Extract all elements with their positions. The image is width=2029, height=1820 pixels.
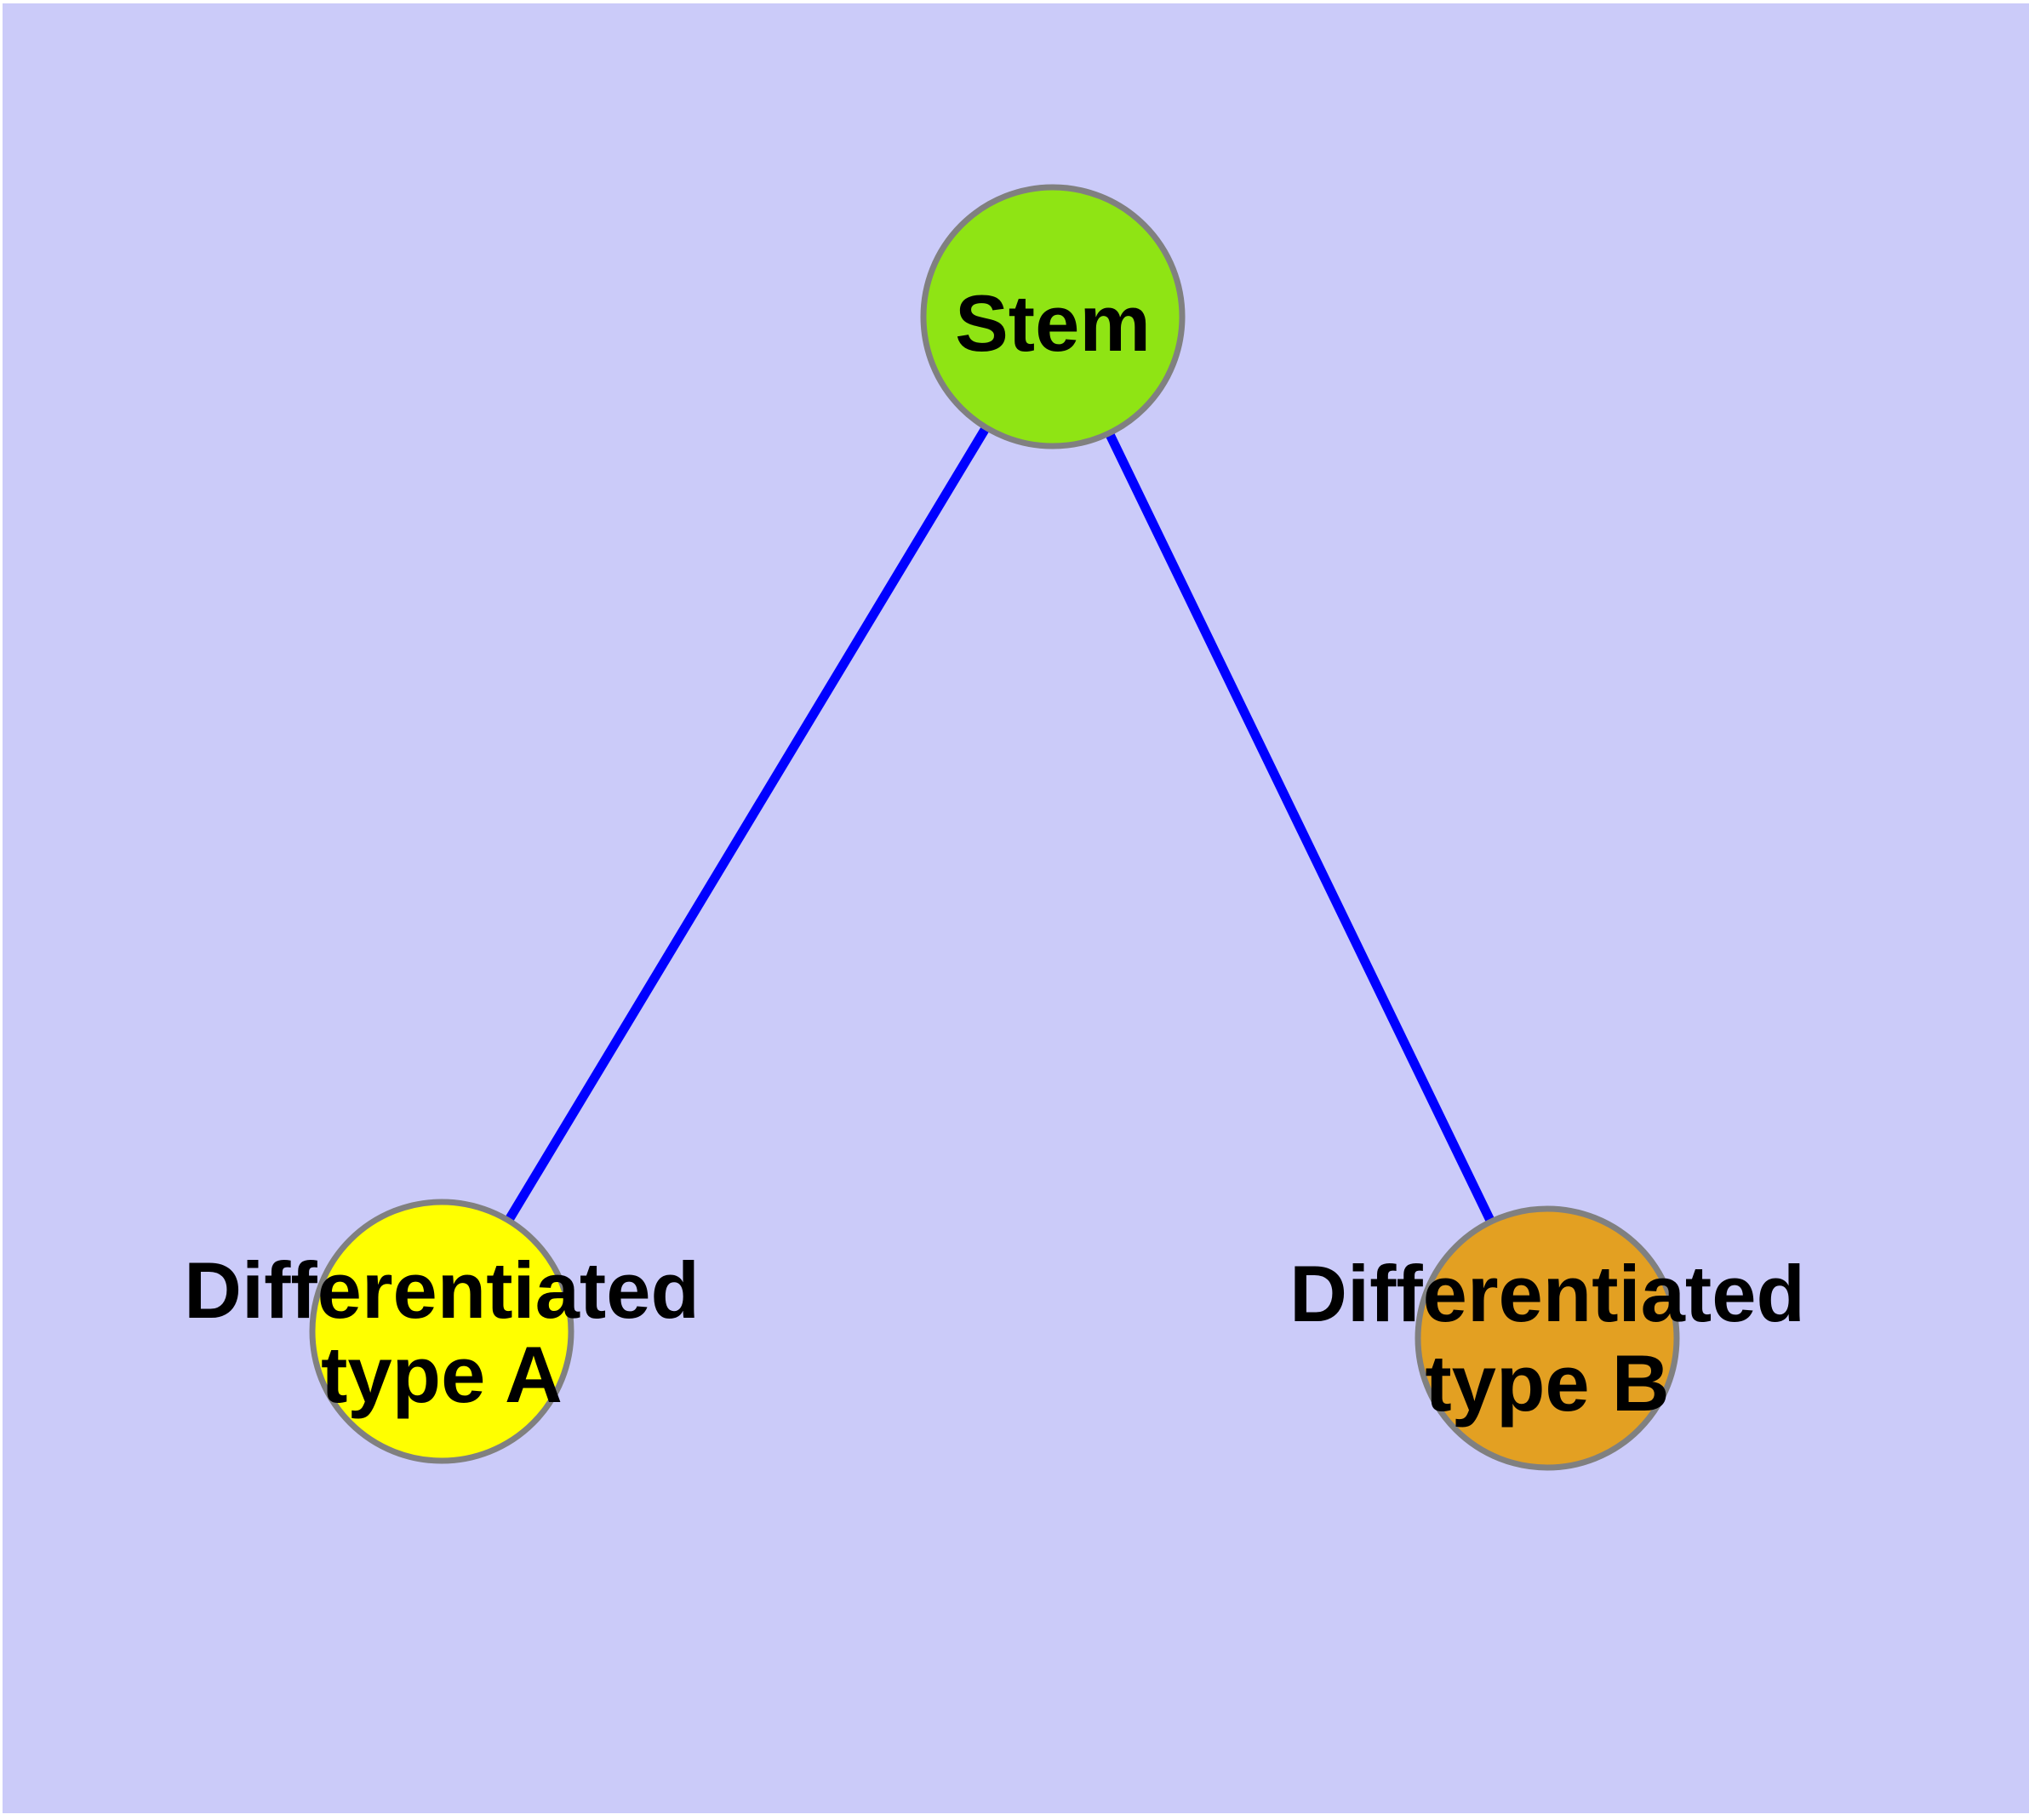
edge-stem-to-type-b bbox=[1049, 314, 1552, 1341]
node-differentiated-type-b-label-line1: Differentiated bbox=[1289, 1249, 1805, 1338]
node-differentiated-type-a-circle bbox=[309, 1199, 574, 1464]
node-differentiated-type-a-label-line1: Differentiated bbox=[184, 1245, 700, 1335]
node-differentiated-type-b: Differentiated type B bbox=[1289, 1205, 1805, 1471]
node-differentiated-type-b-label-line2: type B bbox=[1425, 1338, 1669, 1428]
node-stem-label: Stem bbox=[955, 278, 1151, 368]
node-differentiated-type-a: Differentiated type A bbox=[184, 1199, 700, 1464]
node-stem-circle bbox=[920, 184, 1186, 449]
node-differentiated-type-a-label-line2: type A bbox=[321, 1330, 563, 1419]
node-stem: Stem bbox=[920, 184, 1186, 449]
edge-stem-to-type-a bbox=[437, 314, 1057, 1334]
node-differentiated-type-b-circle bbox=[1415, 1205, 1680, 1471]
